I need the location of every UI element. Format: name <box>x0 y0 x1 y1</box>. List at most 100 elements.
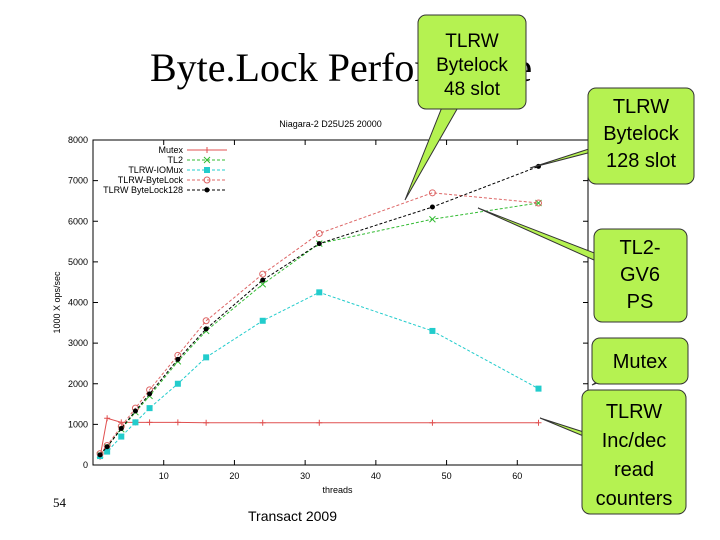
legend-label: Mutex <box>158 145 183 155</box>
data-point <box>429 327 436 334</box>
data-point <box>535 385 542 392</box>
data-point <box>202 317 210 325</box>
data-point <box>429 215 436 223</box>
callout-line: GV6 <box>620 264 660 286</box>
series-tlrw-bytelock128 <box>97 163 541 458</box>
x-tick-label: 40 <box>371 471 381 481</box>
callout-line: read <box>614 459 654 481</box>
data-point <box>146 419 153 426</box>
callout-line: Bytelock <box>436 55 508 76</box>
series-tlrw-iomux <box>97 289 542 460</box>
x-tick-label: 60 <box>512 471 522 481</box>
series-line <box>99 165 539 456</box>
data-point <box>118 419 125 426</box>
legend-label: TL2 <box>167 155 183 165</box>
y-tick-label: 8000 <box>68 135 88 145</box>
legend-label: TLRW-ByteLock <box>118 175 184 185</box>
callout-box <box>581 389 687 515</box>
data-point <box>203 176 211 184</box>
callout-line: TLRW <box>613 96 669 118</box>
data-point <box>204 167 210 173</box>
y-tick-label: 0 <box>83 460 88 470</box>
data-point <box>316 419 323 426</box>
data-point <box>260 277 266 283</box>
series-line <box>99 291 539 457</box>
x-tick-label: 10 <box>159 471 169 481</box>
series-line <box>99 202 539 456</box>
data-point <box>104 415 111 422</box>
series-line <box>99 192 539 454</box>
callout-tlrw48: TLRW Bytelock 48 slot <box>404 14 527 201</box>
x-tick-label: 50 <box>442 471 452 481</box>
callout-line: counters <box>596 488 673 510</box>
y-tick-label: 4000 <box>68 298 88 308</box>
callout-line: TLRW <box>606 401 662 423</box>
data-point <box>146 405 153 412</box>
y-tick-label: 7000 <box>68 176 88 186</box>
callout-box <box>417 14 527 110</box>
y-tick-label: 6000 <box>68 216 88 226</box>
series-mutex <box>97 415 542 460</box>
callout-line: 48 slot <box>444 79 501 100</box>
data-point <box>132 419 139 426</box>
data-point <box>174 380 181 387</box>
data-point <box>315 229 323 237</box>
callout-line: Inc/dec <box>602 430 666 452</box>
footer-text: Transact 2009 <box>248 508 337 524</box>
data-point <box>428 189 436 197</box>
data-point <box>203 354 210 361</box>
y-tick-label: 5000 <box>68 257 88 267</box>
data-point <box>204 187 210 193</box>
data-point <box>203 419 210 426</box>
x-axis-label: threads <box>322 485 353 495</box>
data-point <box>132 408 138 414</box>
callout-line: Bytelock <box>603 123 680 145</box>
callout-line: PS <box>627 291 654 313</box>
data-point <box>259 317 266 324</box>
chart-title: Niagara-2 D25U25 20000 <box>279 119 382 129</box>
callout-tlrw128: TLRW Bytelock 128 slot <box>529 87 695 185</box>
data-point <box>147 391 153 397</box>
data-point <box>259 419 266 426</box>
callout-box <box>587 87 695 185</box>
data-point <box>97 452 103 458</box>
data-point <box>104 444 110 450</box>
data-point <box>535 419 542 426</box>
data-point <box>429 419 436 426</box>
data-point <box>174 419 181 426</box>
y-tick-label: 1000 <box>68 419 88 429</box>
data-point <box>316 241 322 247</box>
legend-label: TLRW-IOMux <box>128 165 183 175</box>
x-tick-label: 20 <box>229 471 239 481</box>
callout-box <box>591 337 689 385</box>
data-point <box>203 156 211 164</box>
data-point <box>203 326 209 332</box>
y-tick-label: 3000 <box>68 338 88 348</box>
callout-line: TL2- <box>619 237 660 259</box>
data-point <box>316 289 323 296</box>
callout-mutex: Mutex <box>591 337 689 386</box>
data-point <box>104 448 111 455</box>
y-axis-label: 1000 X ops/sec <box>52 271 62 334</box>
data-point <box>118 425 124 431</box>
callout-box <box>593 228 688 323</box>
slide-number: 54 <box>53 495 66 510</box>
legend-label: TLRW ByteLock128 <box>103 185 183 195</box>
data-point <box>429 204 435 210</box>
callout-line: TLRW <box>445 31 499 52</box>
callout-incdec: TLRW Inc/dec read counters <box>539 389 687 515</box>
data-point <box>118 433 125 440</box>
series-tl2 <box>96 199 542 459</box>
data-point <box>259 270 267 278</box>
series-tlrw-bytelock <box>96 189 542 458</box>
callout-line: Mutex <box>613 351 667 373</box>
callout-line: 128 slot <box>606 150 676 172</box>
data-point <box>204 147 210 153</box>
data-point <box>175 356 181 362</box>
data-point <box>535 199 542 207</box>
x-tick-label: 30 <box>300 471 310 481</box>
